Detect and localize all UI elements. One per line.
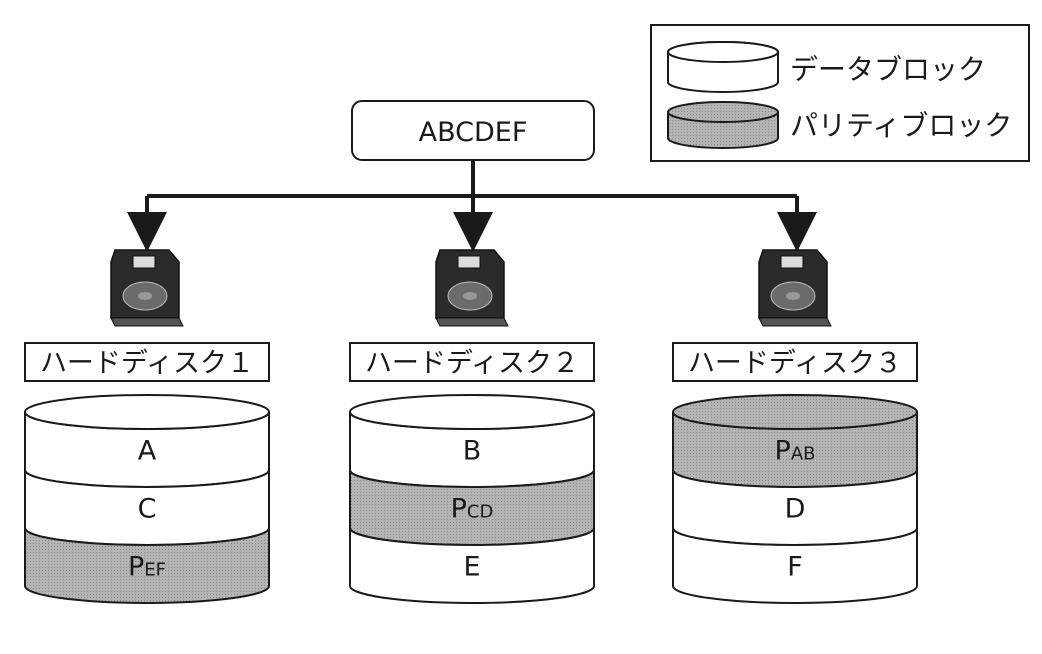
disk-label: ハードディスク１: [40, 348, 254, 379]
legend-data-label: データブロック: [790, 53, 986, 86]
distribution-arrows: [127, 160, 817, 252]
block-subscript: CD: [467, 501, 493, 522]
block-label: F: [787, 551, 803, 582]
disk-label-box: [349, 342, 595, 382]
hard-disk-icon: [758, 249, 832, 327]
legend: データブロック パリティブロック: [650, 24, 1030, 162]
disk-top-cap: [24, 394, 270, 430]
disk-label-box: [24, 342, 270, 382]
disk-label: ハードディスク３: [688, 348, 902, 379]
hard-disk-icon: [435, 249, 509, 327]
block-label: A: [138, 435, 157, 466]
block-label: B: [463, 435, 482, 466]
block-subscript: AB: [791, 443, 816, 464]
source-node: ABCDEF: [351, 100, 595, 161]
disk-cylinder: PAB DF: [672, 394, 918, 604]
data-block: F: [672, 527, 918, 604]
disk-top-cap: [672, 394, 918, 430]
legend-parity-label: パリティブロック: [790, 109, 1012, 142]
block-label: E: [463, 551, 480, 582]
data-block: E: [349, 527, 595, 604]
parity-block: PAB: [672, 411, 918, 488]
block-label: D: [785, 493, 806, 524]
hard-disk-icon: [110, 249, 184, 327]
source-label: ABCDEF: [419, 117, 528, 148]
block-subscript: EF: [144, 559, 166, 580]
disk-label-box: [672, 342, 918, 382]
block-label: C: [138, 493, 157, 524]
disk-label: ハードディスク２: [365, 348, 579, 379]
parity-block: PEF: [24, 527, 270, 604]
legend-parity-swatch: [667, 101, 779, 149]
legend-data-swatch: [667, 41, 779, 93]
disk-top-cap: [349, 394, 595, 430]
